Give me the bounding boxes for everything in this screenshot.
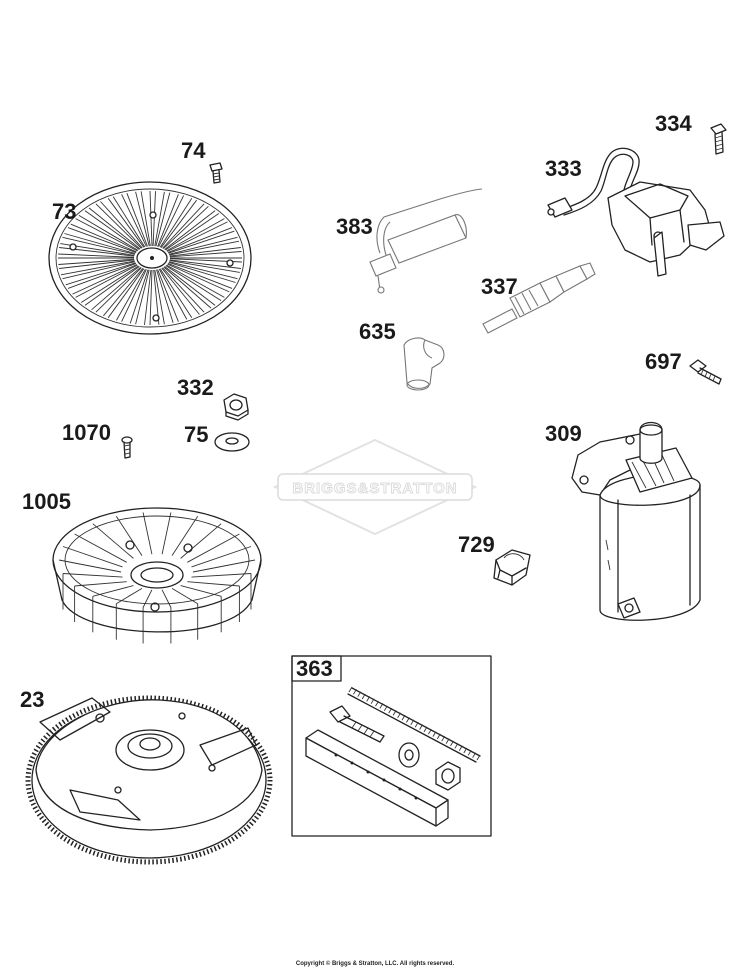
flywheel-23-drawing (25, 695, 273, 865)
callout-729: 729 (458, 532, 495, 557)
washer-75-drawing (214, 432, 250, 452)
callout-333: 333 (545, 156, 582, 181)
bolt-334-drawing (710, 123, 727, 155)
callout-1070: 1070 (62, 420, 111, 445)
clip-729-drawing (493, 549, 531, 586)
boot-635-drawing (403, 337, 445, 391)
callout-23: 23 (20, 687, 44, 712)
starter-motor-309-drawing (571, 421, 701, 621)
callout-334: 334 (655, 111, 692, 136)
spark-tester-383-drawing (369, 188, 483, 294)
kit-363-washer (398, 742, 420, 768)
nut-332-drawing (223, 393, 249, 421)
callout-1005: 1005 (22, 489, 71, 514)
kit-363-nut (435, 761, 461, 791)
callout-309: 309 (545, 421, 582, 446)
callout-73: 73 (52, 199, 76, 224)
spark-plug-337-drawing (482, 262, 596, 334)
callout-635: 635 (359, 319, 396, 344)
kit-363-bolt (329, 705, 385, 743)
callout-75: 75 (184, 422, 208, 447)
callout-697: 697 (645, 349, 682, 374)
screw-1070-drawing (121, 436, 133, 459)
callout-337: 337 (481, 274, 518, 299)
callout-332: 332 (177, 375, 214, 400)
kit-363-box (291, 655, 492, 837)
callout-74: 74 (181, 138, 206, 163)
callout-363: 363 (296, 656, 333, 681)
bolt-74-drawing (209, 162, 223, 184)
watermark-text: BRIGGS&STRATTON (292, 480, 457, 497)
fan-1005-drawing (52, 507, 262, 644)
grass-screen-73-drawing (48, 181, 252, 335)
kit-363-bracket (305, 729, 449, 827)
callout-383: 383 (336, 214, 373, 239)
brand-watermark: BRIGGS&STRATTON (272, 438, 478, 536)
copyright-notice: Copyright © Briggs & Stratton, LLC. All … (295, 961, 455, 967)
ignition-coil-333-drawing (547, 147, 725, 277)
kit-363-rod (347, 686, 481, 763)
bolt-697-drawing (689, 359, 722, 385)
